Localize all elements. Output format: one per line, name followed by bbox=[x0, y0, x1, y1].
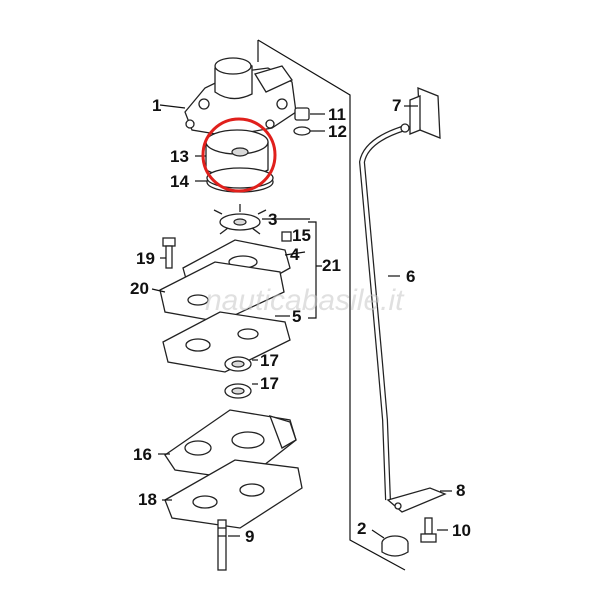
seal-upper bbox=[224, 356, 258, 372]
callout-17-upper: 17 bbox=[260, 351, 279, 370]
callout-12: 12 bbox=[328, 122, 347, 141]
base-plate bbox=[158, 409, 297, 481]
washer-12 bbox=[293, 126, 325, 136]
callout-18: 18 bbox=[138, 490, 157, 509]
callout-17-lower: 17 bbox=[260, 374, 279, 393]
retainer-plate bbox=[386, 487, 452, 513]
water-tube bbox=[358, 125, 406, 501]
callout-13: 13 bbox=[170, 147, 189, 166]
callout-7: 7 bbox=[392, 96, 401, 115]
callout-4: 4 bbox=[290, 245, 300, 264]
impeller-key bbox=[281, 231, 292, 242]
callout-16: 16 bbox=[133, 445, 152, 464]
nut-11 bbox=[294, 107, 325, 121]
callout-3: 3 bbox=[268, 210, 277, 229]
stud-9 bbox=[217, 519, 240, 571]
gasket-5 bbox=[162, 311, 291, 373]
callout-11: 11 bbox=[328, 105, 346, 124]
gasket-20 bbox=[151, 261, 285, 323]
callout-1: 1 bbox=[152, 96, 161, 115]
callout-8: 8 bbox=[456, 481, 465, 500]
callout-15: 15 bbox=[292, 226, 311, 245]
bolt-19 bbox=[160, 237, 176, 269]
pump-housing bbox=[159, 57, 297, 137]
frame-lines bbox=[257, 39, 406, 571]
group-bracket-21 bbox=[308, 221, 322, 319]
highlight-circle bbox=[201, 117, 277, 193]
callout-20: 20 bbox=[130, 279, 149, 298]
callout-2: 2 bbox=[357, 519, 366, 538]
seal-lower bbox=[224, 383, 258, 399]
gasket-18 bbox=[162, 459, 303, 529]
impeller-cup bbox=[195, 129, 269, 179]
callout-5: 5 bbox=[292, 307, 301, 326]
tube-grommet bbox=[400, 87, 441, 139]
callout-14: 14 bbox=[170, 172, 189, 191]
callout-10: 10 bbox=[452, 521, 471, 540]
impeller bbox=[213, 204, 310, 235]
screw-10 bbox=[420, 517, 448, 543]
callout-19: 19 bbox=[136, 249, 155, 268]
bushing-2 bbox=[371, 529, 409, 557]
watermark: nauticabasile.it bbox=[205, 284, 405, 317]
callout-21: 21 bbox=[322, 256, 341, 275]
callout-labels: 1 11 12 13 14 3 15 4 21 19 20 5 17 17 16… bbox=[130, 96, 471, 546]
callout-6: 6 bbox=[406, 267, 415, 286]
callout-9: 9 bbox=[245, 527, 254, 546]
